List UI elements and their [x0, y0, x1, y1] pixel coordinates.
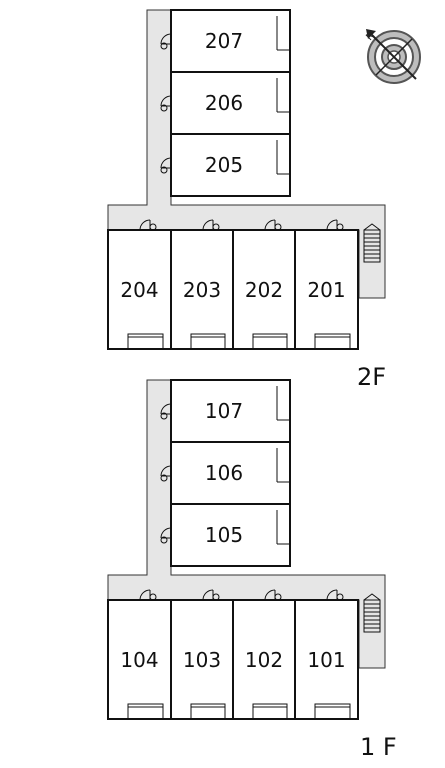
room-label: 101 [307, 648, 345, 672]
room-label: 104 [120, 648, 158, 672]
door-icon [264, 219, 282, 231]
door-icon [139, 589, 157, 601]
door-icon [326, 219, 344, 231]
room-107: 107 [160, 379, 291, 443]
door-icon [160, 527, 172, 544]
room-label: 203 [183, 278, 221, 302]
room-207: 207 [160, 9, 291, 73]
door-icon [160, 403, 172, 420]
floor-1: 107 106 105 104 103 102 101 [107, 379, 386, 720]
room-103: 103 [170, 589, 234, 720]
door-icon [160, 33, 172, 50]
door-icon [139, 219, 157, 231]
room-label: 103 [183, 648, 221, 672]
room-label: 106 [205, 461, 243, 485]
room-205: 205 [160, 133, 291, 197]
door-icon [326, 589, 344, 601]
floor-0: 207 206 205 204 203 202 201 [107, 9, 386, 350]
door-icon [160, 465, 172, 482]
room-label: 105 [205, 523, 243, 547]
door-icon [264, 589, 282, 601]
room-label: 107 [205, 399, 243, 423]
room-202: 202 [232, 219, 296, 350]
room-203: 203 [170, 219, 234, 350]
room-label: 204 [120, 278, 158, 302]
room-206: 206 [160, 71, 291, 135]
door-icon [202, 589, 220, 601]
door-icon [202, 219, 220, 231]
floor-label: 1 F [360, 733, 397, 761]
stairs-icon [363, 223, 381, 263]
door-icon [160, 95, 172, 112]
room-label: 102 [245, 648, 283, 672]
room-204: 204 [107, 219, 172, 350]
room-label: 202 [245, 278, 283, 302]
room-104: 104 [107, 589, 172, 720]
room-label: 205 [205, 153, 243, 177]
compass-icon: N [364, 29, 421, 84]
room-label: 206 [205, 91, 243, 115]
room-102: 102 [232, 589, 296, 720]
door-icon [160, 157, 172, 174]
room-201: 201 [294, 219, 359, 350]
room-101: 101 [294, 589, 359, 720]
room-106: 106 [160, 441, 291, 505]
room-label: 201 [307, 278, 345, 302]
floor-label: 2F [357, 363, 386, 391]
room-105: 105 [160, 503, 291, 567]
room-label: 207 [205, 29, 243, 53]
stairs-icon [363, 593, 381, 633]
